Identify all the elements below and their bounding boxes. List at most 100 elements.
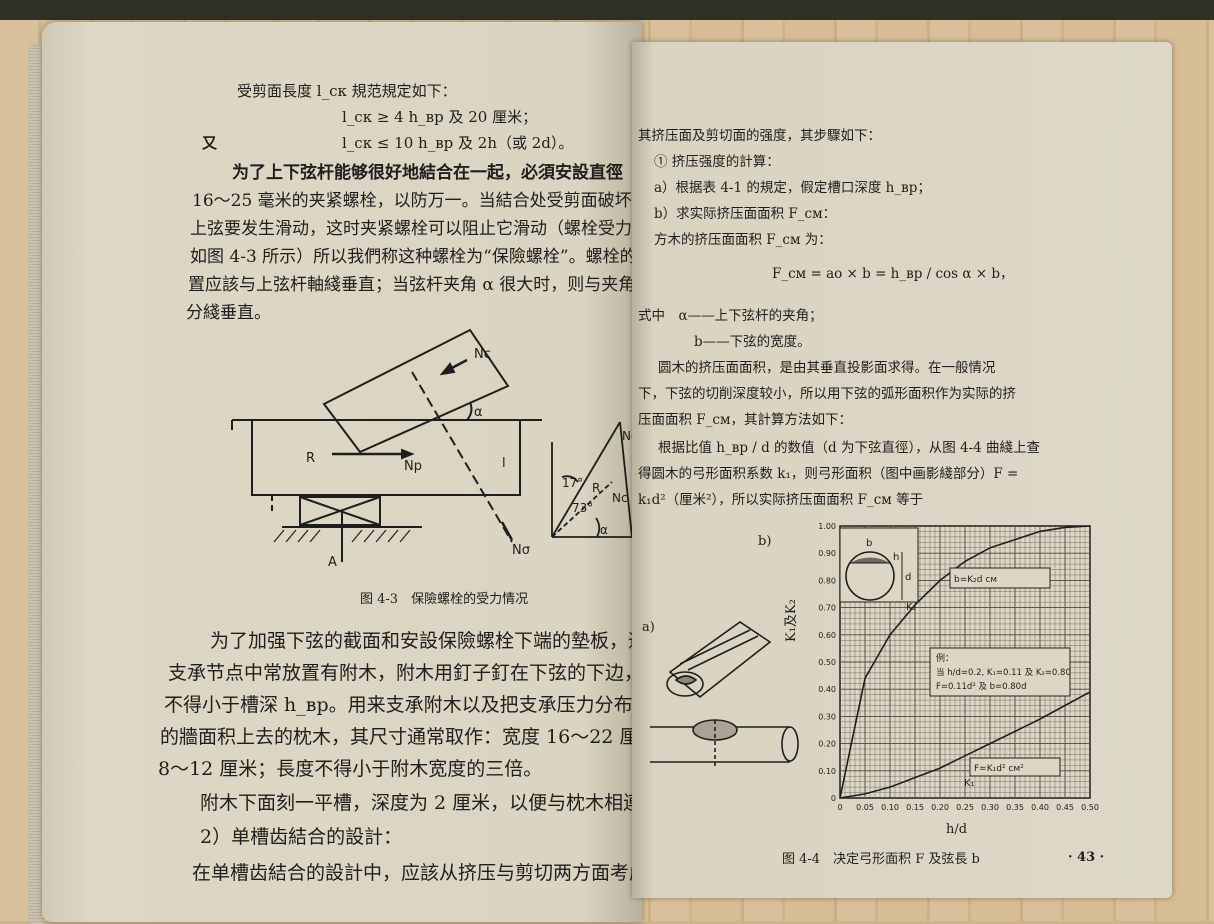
text-line: 下，下弦的切削深度较小，所以用下弦的弧形面积作为实际的挤 xyxy=(638,386,1016,402)
x-tick-label: 0.05 xyxy=(856,803,874,812)
formula-fcm: F_см = ао × b = h_вр / cos α × b， xyxy=(772,266,1014,282)
text-line: 式中 α——上下弦杆的夹角； xyxy=(638,308,823,324)
text-line: 上弦要发生滑动，这时夹紧螺栓可以阻止它滑动（螺栓受力情 xyxy=(190,219,649,239)
y-axis-label: K₁及K₂ xyxy=(784,599,799,642)
text-line: 方木的挤压面面积 F_см 为： xyxy=(654,232,832,248)
y-tick-label: 0.70 xyxy=(818,604,836,613)
text-line: 其挤压面及剪切面的强度，其步驟如下： xyxy=(638,128,881,144)
y-tick-label: 1.00 xyxy=(818,522,836,531)
figure-4-3: Nc Np R A Nσ α l 17° 73° R Nσ Nc A α xyxy=(231,328,642,567)
figure-caption-4-3: 图 4-3 保險螺栓的受力情况 xyxy=(360,592,529,607)
y-tick-label: 0.30 xyxy=(818,712,836,721)
label-nsigma: Nσ xyxy=(512,543,530,558)
label-r2: R xyxy=(592,481,600,495)
y-tick-label: 0.50 xyxy=(818,658,836,667)
y-tick-label: 0.60 xyxy=(818,631,836,640)
inset-circle: b h d xyxy=(839,527,919,603)
text-line: 置应該与上弦杆軸綫垂直；当弦杆夹角 α 很大时，则与夹角平 xyxy=(188,275,653,295)
x-tick-label: 0.15 xyxy=(906,803,924,812)
text-line: b——下弦的宽度。 xyxy=(694,334,811,350)
text-line: 不得小于槽深 h_вр。用来支承附木以及把支承压力分布到 xyxy=(164,694,652,716)
label-alpha: α xyxy=(474,405,483,420)
text-line: 根据比值 h_вр / d 的数值（d 为下弦直徑），从图 4-4 曲綫上查 xyxy=(658,440,1041,456)
text-line: 如图 4-3 所示）所以我們称这种螺栓为“保險螺栓”。螺栓的 xyxy=(190,247,637,267)
x-tick-label: 0 xyxy=(837,803,842,812)
inset-label-h: h xyxy=(893,552,899,563)
text-line: 压面面积 F_см，其計算方法如下： xyxy=(638,412,852,428)
x-tick-label: 0.30 xyxy=(981,803,999,812)
text-line: a）根据表 4-1 的規定，假定槽口深度 h_вр； xyxy=(654,180,931,196)
text-line: 16～25 毫米的夹紧螺栓，以防万一。当結合处受剪面破坏 xyxy=(192,191,632,211)
label-a: A xyxy=(328,555,337,567)
x-tick-label: 0.10 xyxy=(881,803,899,812)
upper-chord xyxy=(322,328,510,454)
text-line: 支承节点中常放置有附木，附木用釘子釘在下弦的下边，其 xyxy=(168,662,663,684)
label-r: R xyxy=(306,451,315,466)
panel-label-a: a) xyxy=(642,620,655,635)
example-title: 例： xyxy=(936,652,954,664)
x-tick-label: 0.35 xyxy=(1006,803,1024,812)
chart-k1-k2: 0 0.05 0.10 0.15 0.20 0.25 0.30 0.35 0.40 0.45 0.5… xyxy=(818,522,1099,812)
right-page: 其挤压面及剪切面的强度，其步驟如下： ① 挤压强度的計算： a）根据表 4-1 … xyxy=(632,42,1172,898)
x-tick-label: 0.45 xyxy=(1056,803,1074,812)
x-tick-labels: 0 0.05 0.10 0.15 0.20 0.25 0.30 0.35 0.40 0.45 0.5… xyxy=(837,803,1098,812)
text-line: 在单槽齿結合的設計中，应該从挤压与剪切两方面考虑 xyxy=(192,862,649,884)
dark-object-top xyxy=(0,0,1214,20)
text-line: 为了加强下弦的截面和安設保險螺栓下端的墊板，通常 xyxy=(210,630,667,652)
text-line: 附木下面刻一平槽，深度为 2 厘米，以便与枕木相連接 xyxy=(200,792,662,814)
label-np: Np xyxy=(404,459,422,474)
text-line: 分綫垂直。 xyxy=(186,303,271,323)
text-line: 2）单槽齿結合的設計： xyxy=(200,826,403,848)
text-line: l_ск ≥ 4 h_вр 及 20 厘米； xyxy=(342,108,538,126)
formula-f-label: F=K₁d² cм² xyxy=(974,764,1024,774)
x-tick-label: 0.20 xyxy=(931,803,949,812)
inset-label-d: d xyxy=(905,572,911,583)
text-line: 为了上下弦杆能够很好地結合在一起，必須安設直徑 xyxy=(232,163,623,183)
page-number: · 43 · xyxy=(1068,850,1105,865)
left-page: 受剪面長度 l_ск 規范規定如下： l_ск ≥ 4 h_вр 及 20 厘米… xyxy=(42,22,695,922)
y-tick-label: 0.40 xyxy=(818,685,836,694)
figure-caption-4-4: 图 4-4 决定弓形面积 F 及弦長 b xyxy=(782,852,980,867)
curve-k2 xyxy=(839,525,1091,799)
label-17deg: 17° xyxy=(562,476,583,490)
y-tick-label: 0.80 xyxy=(818,576,836,585)
lower-chord xyxy=(251,419,521,496)
y-tick-label: 0.20 xyxy=(818,740,836,749)
text-line: 又 xyxy=(202,134,218,152)
x-axis-label: h/d xyxy=(946,822,968,837)
text-line: 圆木的挤压面面积，是由其垂直投影面求得。在一般情况 xyxy=(658,360,996,376)
text-line: l_ск ≤ 10 h_вр 及 2h（或 2d）。 xyxy=(342,134,574,152)
text-line: 得圆木的弓形面积系数 k₁，则弓形面积（图中画影綫部分）F = xyxy=(638,466,1019,482)
text-line: 受剪面長度 l_ск 規范規定如下： xyxy=(237,82,457,100)
example-line-1: 当 h/d=0.2, K₁=0.11 及 K₂=0.80 xyxy=(936,667,1071,678)
inset-label-b: b xyxy=(866,538,872,549)
x-tick-label: 0.25 xyxy=(956,803,974,812)
text-line: 8～12 厘米；長度不得小于附木宽度的三倍。 xyxy=(158,758,543,780)
y-tick-label: 0.10 xyxy=(818,767,836,776)
text-line: 的牆面积上去的枕木，其尺寸通常取作：宽度 16～22 厘米，厚 xyxy=(160,726,696,748)
curve-label-k2: K₂ xyxy=(906,602,917,613)
curve-label-k1: K₁ xyxy=(964,778,975,789)
label-73deg: 73° xyxy=(572,501,593,515)
label-nc-2: Nc xyxy=(612,491,628,505)
y-tick-labels: 0 0.10 0.20 0.30 0.40 0.50 0.60 0.70 0.80 0.90 1.0… xyxy=(818,522,836,803)
open-book: 受剪面長度 l_ск 規范規定如下： l_ск ≥ 4 h_вр 及 20 厘米… xyxy=(20,14,1180,924)
label-nc: Nc xyxy=(474,347,491,362)
text-line: b）求实际挤压面面积 F_см： xyxy=(654,206,837,222)
text-line: k₁d²（厘米²），所以实际挤压面面积 F_см 等于 xyxy=(638,492,924,508)
x-tick-label: 0.40 xyxy=(1031,803,1049,812)
safety-bolt xyxy=(411,371,513,543)
formula-b-label: b=K₂d cм xyxy=(954,575,997,585)
label-l: l xyxy=(502,456,506,471)
x-tick-label: 0.50 xyxy=(1081,803,1099,812)
y-tick-label: 0.90 xyxy=(818,549,836,558)
example-line-2: F=0.11d² 及 b=0.80d xyxy=(936,682,1026,692)
label-alpha-2: α xyxy=(600,523,608,537)
y-tick-label: 0 xyxy=(831,794,836,803)
curve-k1 xyxy=(839,691,1091,799)
support-block xyxy=(299,496,381,526)
text-line: ① 挤压强度的計算： xyxy=(654,154,780,170)
page-edges xyxy=(28,44,46,924)
panel-label-b: b) xyxy=(758,534,772,549)
log-illustration xyxy=(650,621,799,767)
